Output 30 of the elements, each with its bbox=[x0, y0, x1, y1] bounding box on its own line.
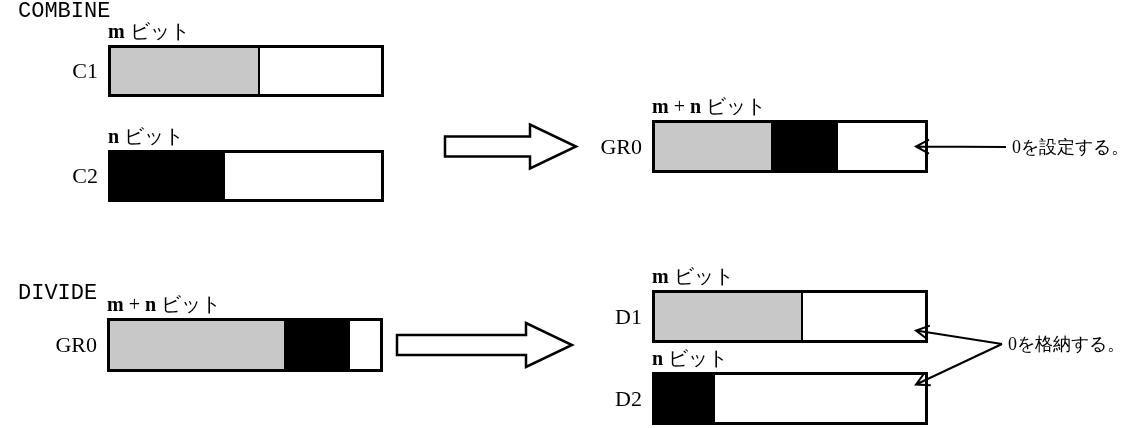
note-text: 0を設定する。 bbox=[1012, 133, 1129, 161]
register-name: C2 bbox=[72, 162, 98, 190]
note-text: 0を格納する。 bbox=[1008, 330, 1125, 358]
block-arrow bbox=[395, 321, 575, 369]
block-arrow bbox=[443, 122, 579, 171]
shaded-field bbox=[654, 122, 772, 171]
filled-field bbox=[285, 320, 349, 370]
leader-line bbox=[913, 138, 1007, 155]
register-name: GR0 bbox=[55, 331, 97, 359]
filled-field bbox=[110, 152, 224, 200]
section-heading: DIVIDE bbox=[18, 282, 98, 306]
filled-field bbox=[772, 122, 837, 171]
bit-width-label: m + n ビット bbox=[107, 292, 222, 317]
empty-field bbox=[349, 320, 381, 370]
section-heading: COMBINE bbox=[18, 0, 111, 24]
filled-field bbox=[654, 374, 714, 423]
bit-width-label: n ビット bbox=[652, 346, 729, 371]
bit-width-label: m ビット bbox=[108, 19, 190, 44]
shaded-field bbox=[654, 292, 802, 341]
bit-width-label: m + n ビット bbox=[652, 94, 767, 119]
register-name: D1 bbox=[615, 302, 642, 331]
register-name: D2 bbox=[615, 384, 642, 413]
leader-line bbox=[913, 324, 1003, 345]
shaded-field bbox=[110, 47, 259, 95]
bit-width-label: n ビット bbox=[108, 124, 185, 149]
bit-width-label: m ビット bbox=[652, 264, 734, 289]
register-name: C1 bbox=[72, 57, 98, 85]
leader-line bbox=[914, 343, 1003, 387]
register-name: GR0 bbox=[600, 132, 642, 161]
shaded-field bbox=[109, 320, 285, 370]
